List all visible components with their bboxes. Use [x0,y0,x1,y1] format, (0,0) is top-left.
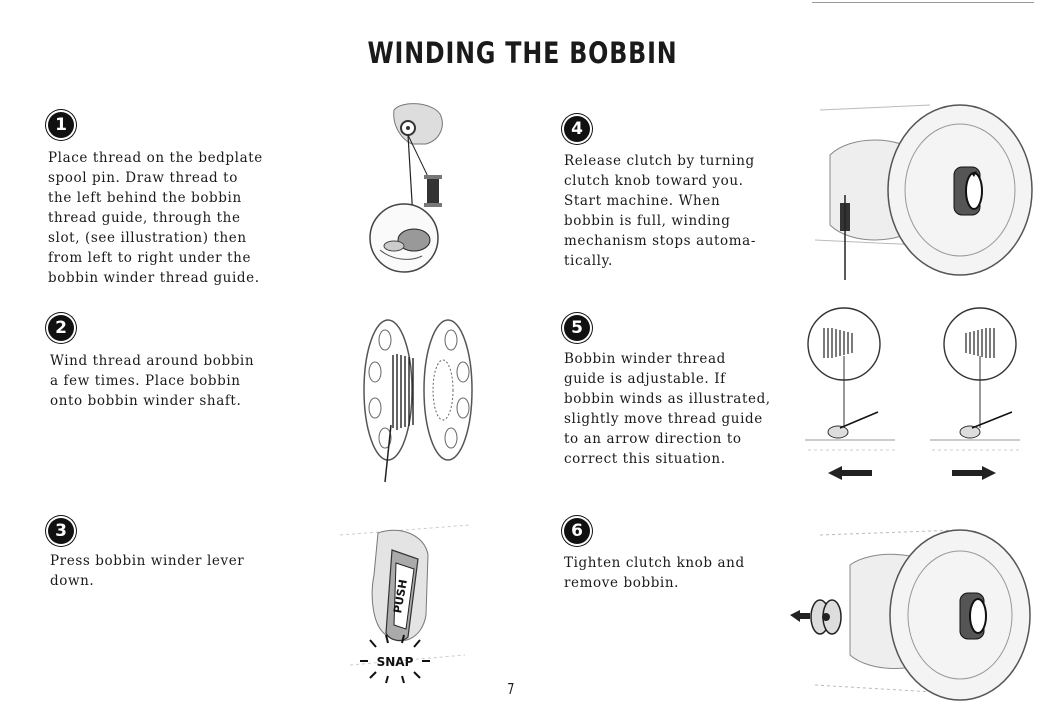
step-3-number: 3 [48,518,74,544]
bobbin-illustration [363,319,473,483]
step-6-number: 6 [564,518,590,544]
push-label: PUSH [391,578,410,614]
step-4-text: Release clutch by turning clutch knob to… [564,153,756,269]
spool-pin-illustration [369,103,443,273]
thread-guide-adjustment-illustration [805,307,1022,480]
step-1-number: 1 [48,112,74,138]
bobbin-winder-lever-illustration: PUSH SNAP [339,524,471,684]
step-2-number: 2 [48,315,74,341]
step-6-text: Tighten clutch knob and remove bobbin. [564,555,745,591]
page-title: WINDING THE BOBBIN [367,36,678,70]
step-3-text: Press bobbin winder lever down. [50,553,245,589]
remove-bobbin-illustration [790,529,1031,701]
step-1-text: Place thread on the bedplate spool pin. … [48,150,263,286]
snap-label: SNAP [377,655,414,669]
step-5-text: Bobbin winder thread guide is adjustable… [564,351,771,467]
step-2-text: Wind thread around bobbin a few times. P… [50,353,255,409]
top-rule [812,2,1034,3]
clutch-knob-illustration [814,104,1033,280]
step-5-number: 5 [564,315,590,341]
page-number: 7 [507,680,515,698]
step-4-number: 4 [564,116,590,142]
